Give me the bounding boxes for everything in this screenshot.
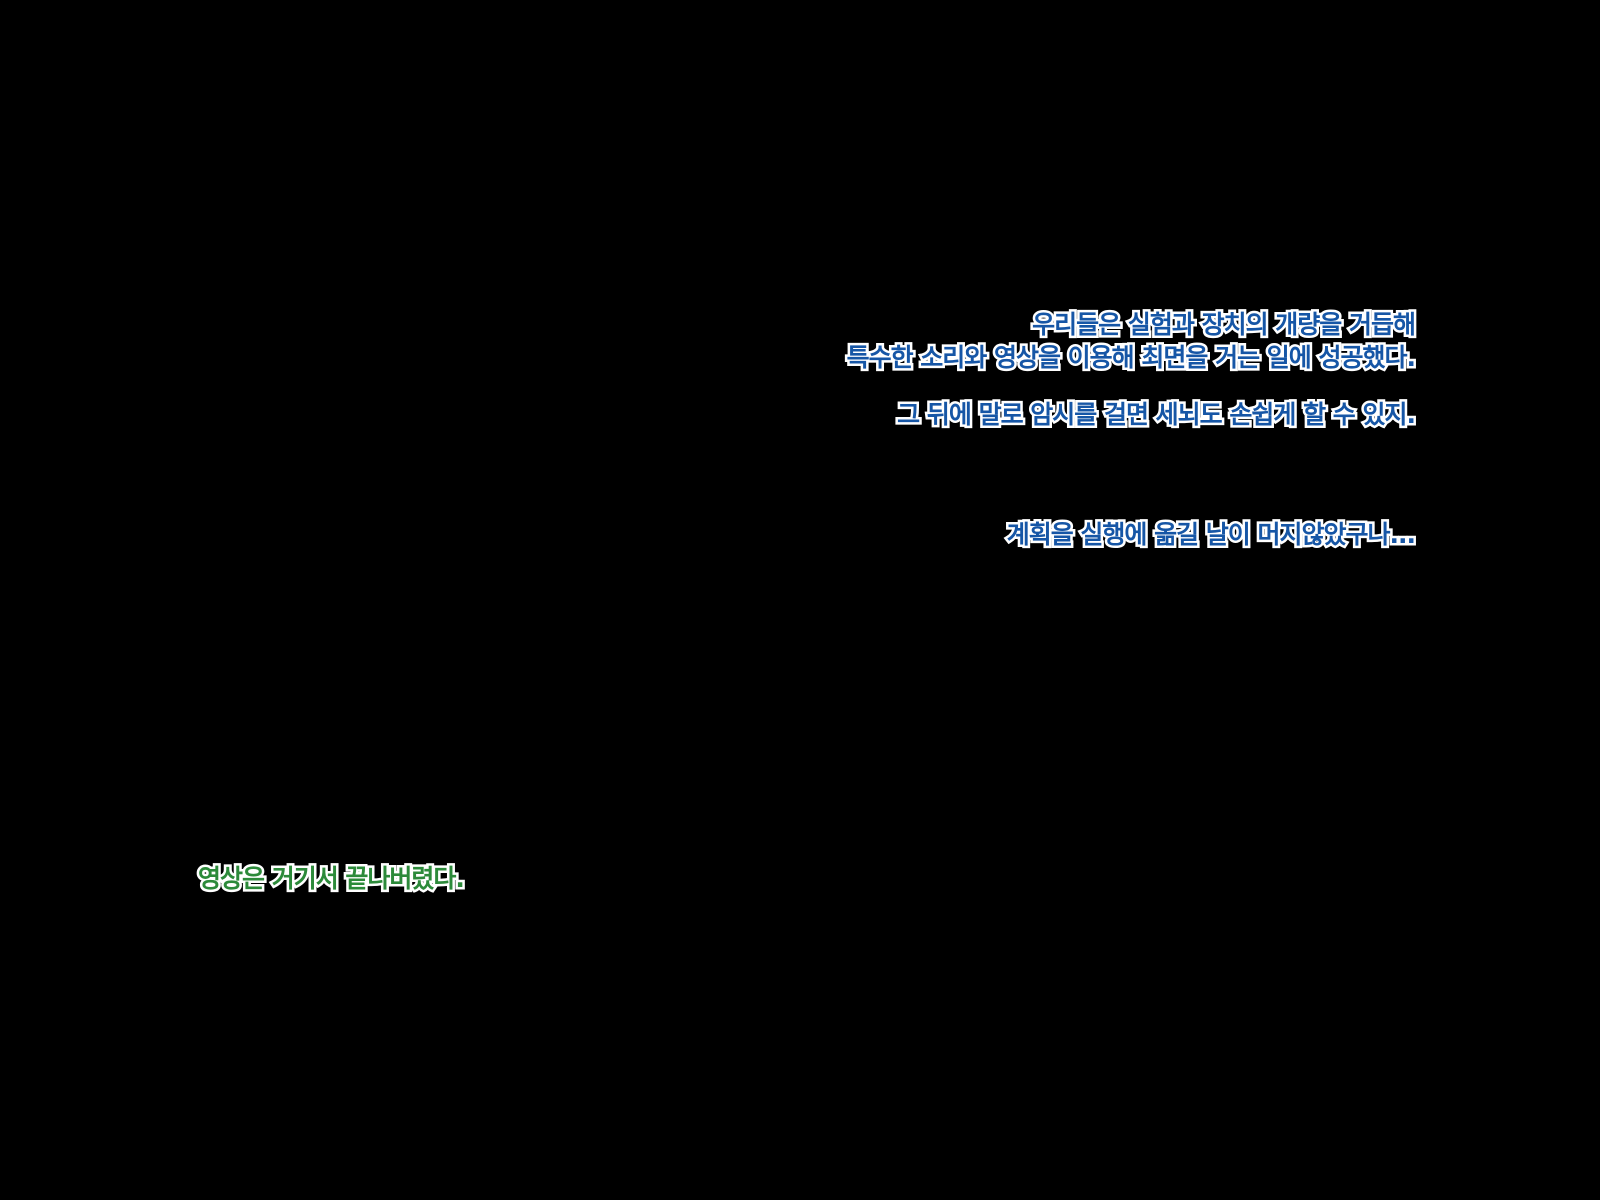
narration-caption-suggestion: 그 뒤에 말로 암시를 걸면 세뇌도 손쉽게 할 수 있지. <box>895 398 1419 432</box>
narration-line: 계획을 실행에 옮길 날이 머지않았구나... <box>1004 518 1418 552</box>
narration-line: 특수한 소리와 영상을 이용해 최면을 거는 일에 성공했다. <box>844 341 1418 375</box>
dialogue-caption-video-ended: 영상은 거기서 끝나버렸다. <box>196 862 468 896</box>
narration-caption-experiment: 우리들은 실험과 장치의 개량을 거듭해 특수한 소리와 영상을 이용해 최면을… <box>844 308 1419 375</box>
narration-line: 그 뒤에 말로 암시를 걸면 세뇌도 손쉽게 할 수 있지. <box>895 398 1419 432</box>
dialogue-line: 영상은 거기서 끝나버렸다. <box>196 862 468 896</box>
narration-caption-plan: 계획을 실행에 옮길 날이 머지않았구나... <box>1004 518 1418 552</box>
narration-line: 우리들은 실험과 장치의 개량을 거듭해 <box>1030 308 1419 342</box>
